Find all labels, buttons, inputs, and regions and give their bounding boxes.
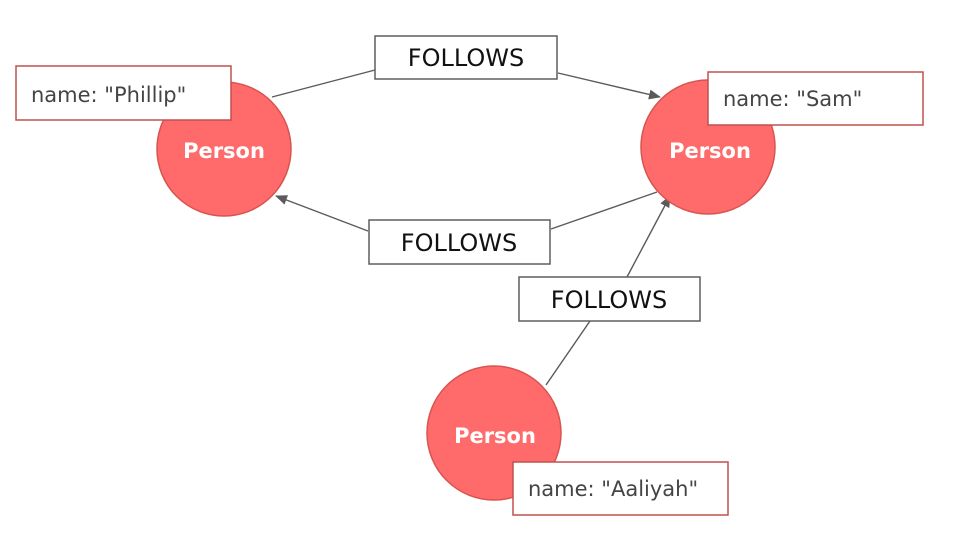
node-aaliyah: Person name: "Aaliyah" (426, 365, 729, 516)
node-phillip: Person name: "Phillip" (15, 65, 292, 217)
node-label: Person (183, 139, 265, 163)
edge-line (550, 191, 658, 230)
edge-label: FOLLOWS (551, 286, 667, 314)
edge-label: FOLLOWS (408, 44, 524, 72)
edge-phillip-follows-sam: FOLLOWS (271, 35, 661, 100)
property-text: name: "Phillip" (31, 83, 186, 107)
edge-label-box (518, 276, 701, 322)
edge-line (545, 320, 591, 386)
node-sam: Person name: "Sam" (640, 71, 924, 215)
edge-aaliyah-follows-sam: FOLLOWS (518, 195, 701, 386)
property-box (512, 461, 729, 516)
node-label: Person (454, 424, 536, 448)
edge-label-box (374, 35, 558, 80)
edge-arrow (557, 72, 661, 100)
edge-label: FOLLOWS (401, 229, 517, 257)
edge-arrow (275, 195, 369, 232)
edge-sam-follows-phillip: FOLLOWS (275, 191, 658, 265)
edge-line (271, 69, 376, 98)
node-label: Person (669, 139, 751, 163)
property-box (707, 71, 924, 126)
property-text: name: "Sam" (723, 87, 862, 111)
property-text: name: "Aaliyah" (528, 477, 698, 501)
property-box (15, 65, 232, 121)
edge-arrow (626, 195, 671, 278)
edge-label-box (368, 219, 551, 265)
